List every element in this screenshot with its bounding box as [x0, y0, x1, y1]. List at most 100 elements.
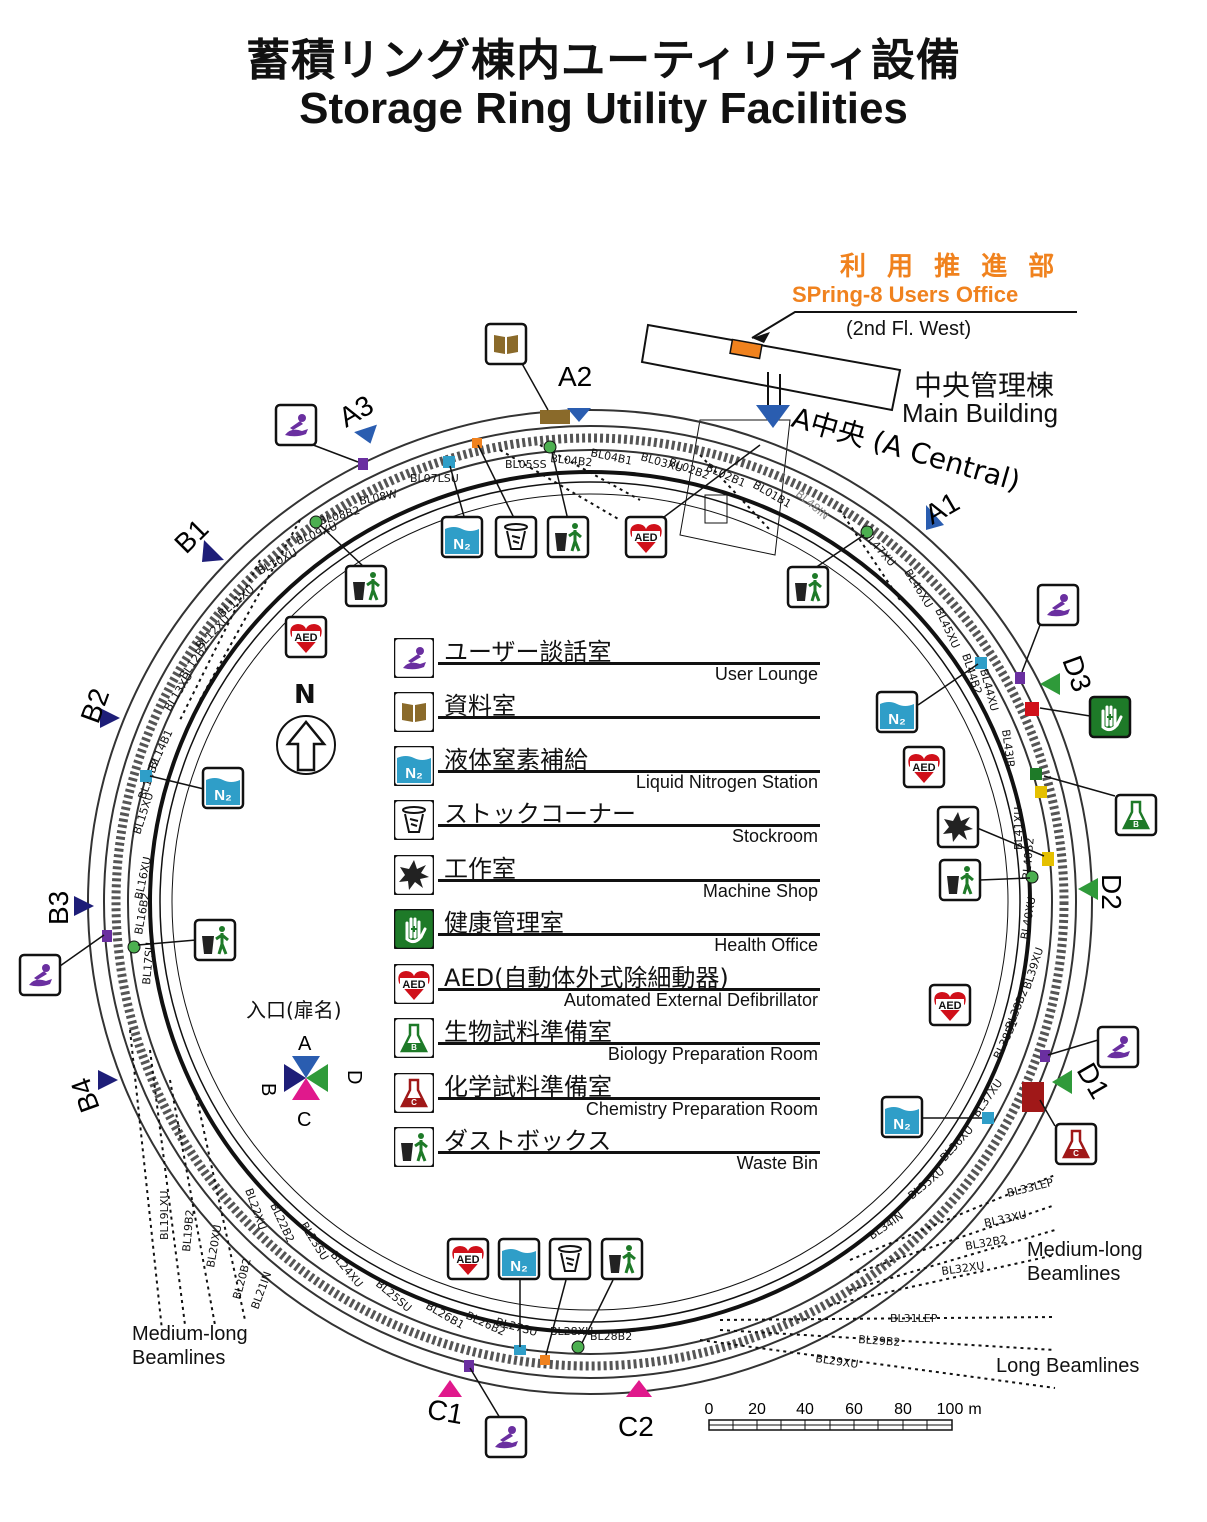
entrance-legend-icon: [284, 1056, 328, 1100]
legend-jp: 生物試料準備室: [444, 1018, 612, 1046]
legend-jp: 健康管理室: [444, 909, 564, 937]
n2-icon: [875, 690, 919, 734]
lounge-icon: [484, 1415, 528, 1459]
beamline-label: BL31LEP: [890, 1312, 938, 1325]
beamline-label: BL38B2: [1003, 987, 1031, 1031]
entrance-d2-marker: [1078, 878, 1098, 900]
legend-en: Machine Shop: [702, 881, 818, 901]
chem-icon: [394, 1073, 434, 1113]
main-building-en: Main Building: [902, 398, 1059, 428]
aed-icon: [394, 964, 434, 1004]
entrance-legend-title: 入口(扉名): [246, 998, 342, 1022]
legend-item: AED(自動体外式除細動器) Automated External Defibr…: [394, 964, 820, 1014]
entrance-label: B3: [43, 891, 74, 925]
beamline-label: BL03XU: [639, 450, 684, 474]
beamline-label: BL04B1: [589, 446, 633, 467]
legend-item: ダストボックス Waste Bin: [394, 1127, 820, 1177]
page-title-jp: 蓄積リング棟内ユーティリティ設備: [246, 35, 961, 86]
entrance-a3-marker: [354, 424, 377, 444]
entrance-d1-marker: [1052, 1070, 1072, 1094]
icon-pointers: [59, 359, 1116, 1419]
legend-jp: 工作室: [444, 855, 516, 883]
library-icon: [484, 322, 528, 366]
library-icon: [394, 692, 434, 732]
lounge-icon: [1036, 583, 1080, 627]
main-building-jp: 中央管理棟: [914, 369, 1055, 402]
beamline-label: BL21IN: [249, 1270, 275, 1311]
legend-item: ユーザー談話室 User Lounge: [394, 638, 820, 688]
scale-tick-label: 60: [845, 1401, 863, 1418]
legend-jp: 資料室: [444, 692, 516, 720]
n2-icon: [497, 1237, 541, 1281]
scale-tick-label: 20: [748, 1401, 766, 1418]
storage-ring: [87, 409, 1093, 1395]
health-icon: [394, 909, 434, 949]
entrance-legend-b: B: [257, 1083, 279, 1096]
waste-icon: [193, 918, 237, 962]
stock-icon: [548, 1237, 592, 1281]
aed-icon: [624, 515, 668, 559]
entrance-c1-marker: [438, 1380, 462, 1397]
beamline-label: BL15XU: [130, 791, 156, 836]
entrance-label: C2: [618, 1411, 654, 1442]
medium-long-label-left: Medium-long Beamlines: [132, 1323, 248, 1369]
legend-jp: 液体窒素補給: [444, 746, 588, 774]
legend-jp: 化学試料準備室: [444, 1073, 612, 1101]
beamline-label: BL19B2: [180, 1209, 197, 1252]
bio-icon: [1114, 793, 1158, 837]
compass-label: N: [294, 680, 316, 710]
entrance-a1-marker: [926, 505, 944, 530]
legend-item: 資料室: [394, 692, 820, 742]
entrance-label: D2: [1096, 874, 1127, 910]
beamline-label: BL29XU: [815, 1352, 860, 1371]
legend-jp: ストックコーナー: [444, 800, 636, 828]
scale-bar: 0 20 40 60 80 100 m: [705, 1401, 982, 1431]
beamline-label: BL28B2: [590, 1330, 632, 1343]
north-arrow-icon: [276, 715, 336, 775]
legend-item: 化学試料準備室 Chemistry Preparation Room: [394, 1073, 820, 1123]
health-icon: [1088, 695, 1132, 739]
lounge-icon: [274, 403, 318, 447]
scale-tick-label: 100: [937, 1401, 964, 1418]
aed-icon: [284, 615, 328, 659]
entrance-b4-marker: [98, 1070, 118, 1090]
lounge-icon: [18, 953, 62, 997]
bio-icon: [394, 1018, 434, 1058]
legend-item: 健康管理室 Health Office: [394, 909, 820, 959]
waste-icon: [938, 858, 982, 902]
users-office-jp: 利 用 推 進 部: [840, 252, 1061, 282]
chem-icon: [1054, 1122, 1098, 1166]
entrance-label: C1: [425, 1393, 466, 1430]
beamline-label: BL32XU: [941, 1259, 986, 1278]
legend-en: Automated External Defibrillator: [563, 990, 818, 1010]
legend-jp: ユーザー談話室: [444, 638, 612, 666]
beamline-label: BL04B2: [550, 452, 593, 469]
page-title-en: Storage Ring Utility Facilities: [299, 84, 908, 133]
stock-icon: [394, 800, 434, 840]
beamline-label: BL20B2: [230, 1257, 253, 1301]
legend-item: 生物試料準備室 Biology Preparation Room: [394, 1018, 820, 1068]
n2-icon: [440, 515, 484, 559]
beamline-label: BL33XU: [983, 1208, 1028, 1230]
aed-icon: [928, 983, 972, 1027]
entrance-b1-marker: [202, 540, 224, 562]
scale-tick-label: 80: [894, 1401, 912, 1418]
legend-en: Liquid Nitrogen Station: [635, 772, 818, 792]
beamline-label: BL33LEP: [1006, 1176, 1055, 1200]
users-office-en: SPring-8 Users Office: [792, 282, 1019, 307]
lounge-icon: [1096, 1025, 1140, 1069]
entrance-d3-marker: [1040, 673, 1060, 695]
beamline-lines: [129, 444, 1056, 1389]
legend-en: Chemistry Preparation Room: [585, 1099, 818, 1119]
stock-icon: [494, 515, 538, 559]
beamline-label: BL40XU: [1018, 896, 1038, 941]
entrance-legend-a: A: [298, 1033, 312, 1055]
legend-item: 工作室 Machine Shop: [394, 855, 820, 905]
legend-en: Waste Bin: [736, 1153, 818, 1173]
entrance-label: D3: [1056, 651, 1097, 695]
legend-item: 液体窒素補給 Liquid Nitrogen Station: [394, 746, 820, 796]
beamline-label: BL05SS: [505, 458, 547, 471]
entrance-b3-marker: [74, 896, 94, 916]
machine-icon: [936, 805, 980, 849]
